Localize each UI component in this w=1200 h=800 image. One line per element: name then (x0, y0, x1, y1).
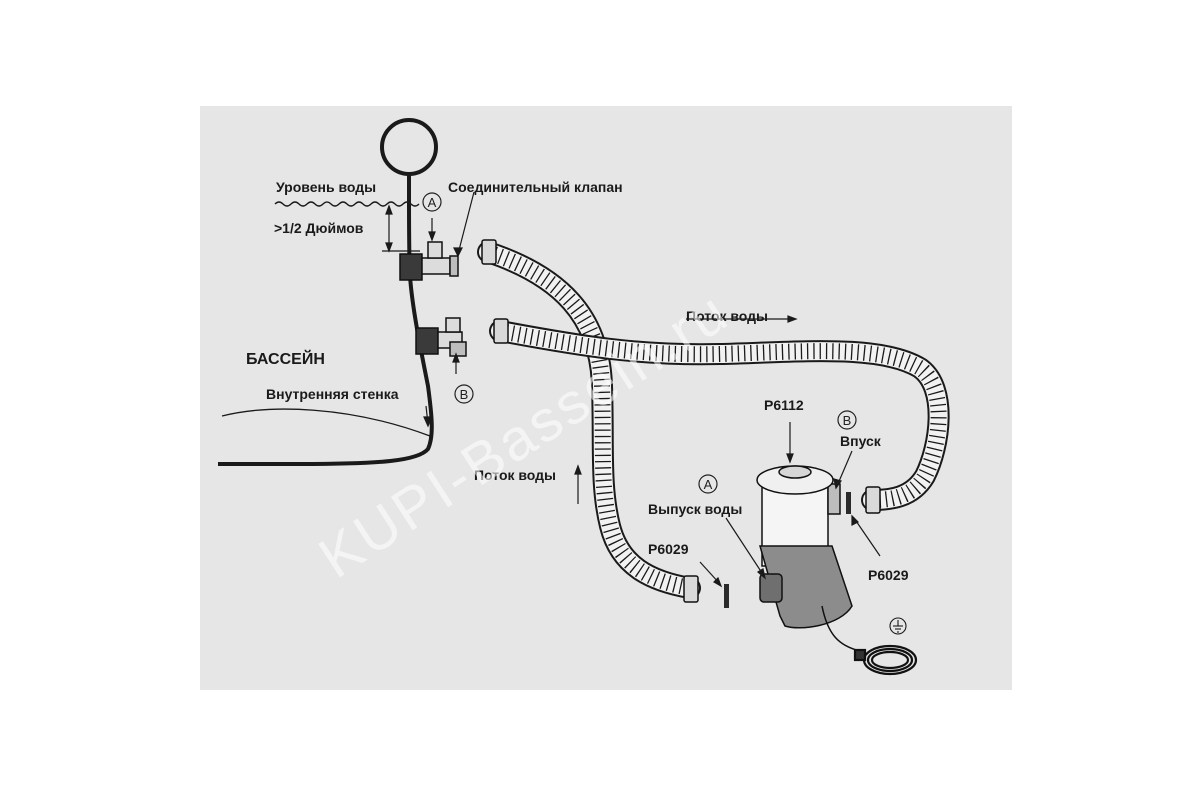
gasket-label-left: P6029 (648, 541, 689, 557)
inner-wall-label: Внутренняя стенка (266, 386, 399, 402)
svg-text:A: A (704, 477, 713, 492)
gasket-right (846, 492, 851, 514)
svg-text:A: A (428, 195, 437, 210)
water-level-label: Уровень воды (276, 179, 376, 195)
hose-end-nut (481, 239, 881, 603)
connector-valve-a (399, 241, 459, 281)
filter-pump (756, 465, 861, 652)
marker-a-pump: A (698, 474, 718, 494)
pump-model-label: P6112 (764, 397, 804, 413)
marker-b-pump: B (837, 410, 857, 430)
marker-a-top: A (422, 192, 442, 212)
gasket-left (724, 584, 729, 608)
connector-valve-label: Соединительный клапан (448, 179, 623, 195)
gasket-label-right: P6029 (868, 567, 909, 583)
pool-label: БАССЕЙН (246, 349, 325, 368)
outlet-label: Выпуск воды (648, 501, 742, 517)
ground-symbol-icon (889, 617, 907, 635)
pool-wall (218, 118, 438, 466)
hose-a (477, 241, 701, 599)
connector-valve-b (415, 317, 467, 357)
power-cord-coil-icon (853, 644, 918, 676)
depth-dimension (382, 204, 420, 253)
flow-label-top: Поток воды (686, 308, 768, 324)
flow-label-left: Поток воды (474, 467, 556, 483)
diagram-panel: Уровень воды >1/2 Дюймов Соединительный … (200, 106, 1012, 690)
hose-b (489, 320, 950, 511)
marker-b-top: B (454, 384, 474, 404)
depth-label: >1/2 Дюймов (274, 220, 364, 236)
pump-installation-diagram: Уровень воды >1/2 Дюймов Соединительный … (218, 118, 950, 676)
svg-text:B: B (460, 387, 469, 402)
inlet-label: Впуск (840, 433, 882, 449)
svg-text:B: B (843, 413, 852, 428)
callout-arrows (423, 191, 881, 588)
water-level-line (274, 201, 420, 207)
